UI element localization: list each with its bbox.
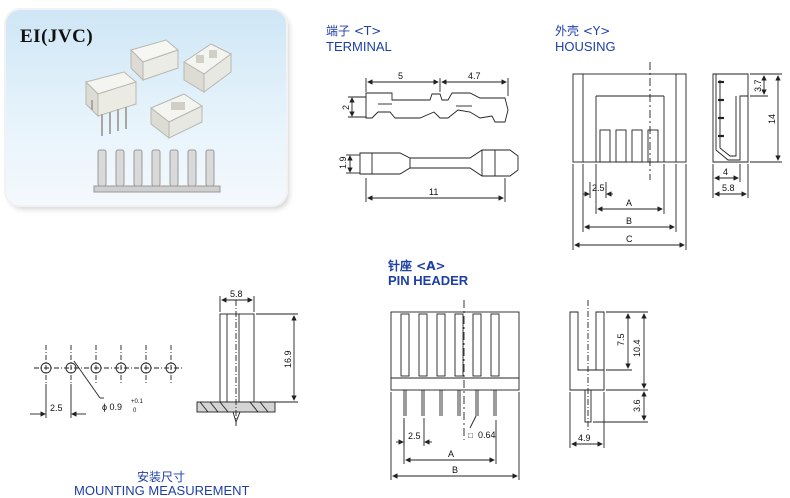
dim-housing-B: B <box>626 216 632 226</box>
terminal-title-en: TERMINAL <box>326 39 392 54</box>
dim-terminal-4-7: 4.7 <box>468 71 481 81</box>
terminal-side-drawing <box>359 149 519 177</box>
dim-header-pin-square: □ <box>468 431 473 440</box>
dim-mount-16-9: 16.9 <box>283 350 293 368</box>
housing-front-drawing <box>572 62 687 180</box>
terminals-photo <box>93 149 221 193</box>
dim-terminal-1-9: 1.9 <box>338 156 348 169</box>
dim-housing-pitch: 2.5 <box>592 183 605 193</box>
dim-housing-14: 14 <box>767 114 777 124</box>
pin-header-title-cn: 针座 <A> <box>388 259 446 273</box>
housing-side-drawing <box>712 73 749 163</box>
dim-mount-hole: ϕ 0.9 <box>102 402 122 412</box>
pin-header-photo <box>85 71 138 136</box>
dim-header-B: B <box>452 465 458 475</box>
dim-header-10-4: 10.4 <box>632 339 642 357</box>
terminal-top-drawing <box>365 92 509 123</box>
housing-photo-3 <box>150 93 204 140</box>
dim-housing-3-7: 3.7 <box>753 79 763 92</box>
panel-title: EI(JVC) <box>20 26 94 47</box>
dim-housing-A: A <box>626 198 632 208</box>
dim-housing-5-8: 5.8 <box>722 183 735 193</box>
housing-photo-1 <box>130 39 180 82</box>
product-photo <box>85 39 232 193</box>
dim-terminal-2: 2 <box>341 105 351 110</box>
housing-photo-2 <box>183 43 232 93</box>
dim-header-0-64: 0.64 <box>478 430 496 440</box>
dim-terminal-11: 11 <box>429 187 438 197</box>
dim-mount-5-8: 5.8 <box>230 289 243 299</box>
dim-housing-4: 4 <box>723 167 728 177</box>
dim-mount-hole-tol-plus: +0.1 <box>131 399 144 405</box>
pin-header-title-en: PIN HEADER <box>388 273 469 288</box>
product-photo-panel: EI(JVC) <box>6 10 286 205</box>
dim-header-pitch: 2.5 <box>408 431 421 441</box>
dim-terminal-5: 5 <box>398 71 403 81</box>
mounting-title-cn: 安装尺寸 <box>137 470 186 484</box>
mounting-title-en: MOUNTING MEASUREMENT <box>74 483 250 498</box>
pin-header-front-drawing <box>390 300 520 440</box>
dim-header-4-9: 4.9 <box>578 433 591 443</box>
mounting-holes-drawing <box>34 345 184 384</box>
pin-header-side-drawing <box>569 300 605 430</box>
dim-mount-hole-tol-zero: 0 <box>133 408 137 414</box>
mounting-side-drawing <box>196 300 276 426</box>
housing-title-en: HOUSING <box>555 39 616 54</box>
housing-title-cn: 外壳 <Y> <box>555 24 611 38</box>
dim-header-7-5: 7.5 <box>616 333 626 346</box>
dim-housing-C: C <box>626 234 633 244</box>
dim-header-A: A <box>448 449 454 459</box>
dim-header-3-6: 3.6 <box>632 399 642 412</box>
dim-mount-2-5: 2.5 <box>50 403 63 413</box>
terminal-title-cn: 端子 <T> <box>326 24 382 38</box>
